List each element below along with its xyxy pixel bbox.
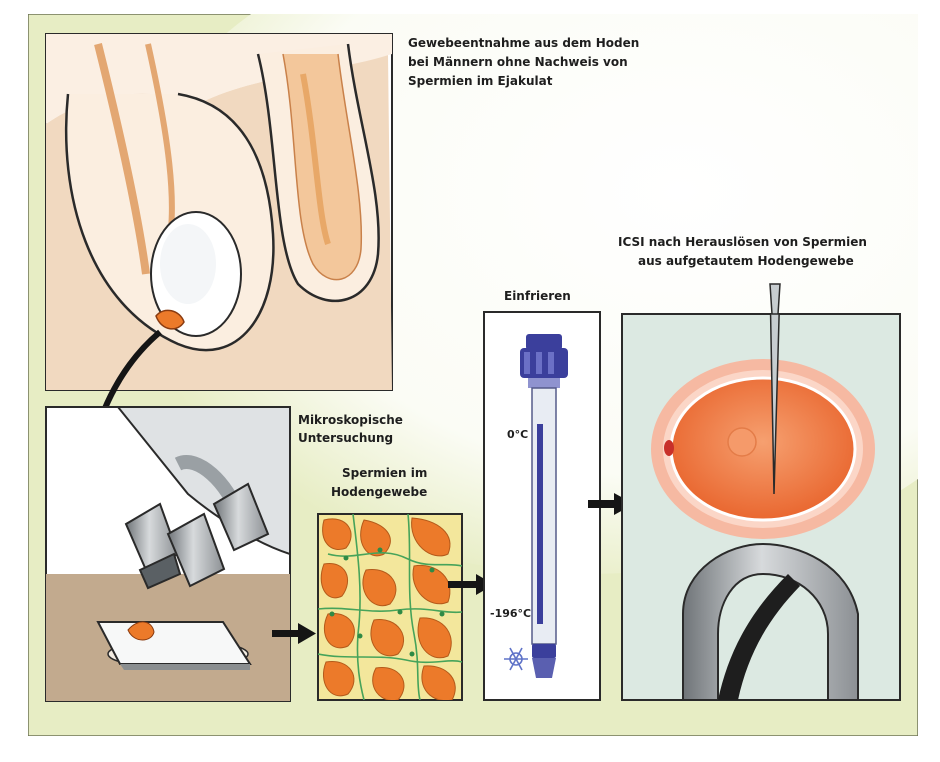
icsi-label: ICSI nach Herauslösen von Spermien aus a…	[618, 235, 867, 268]
sperm-tissue-label-line2: Hodengewebe	[331, 485, 427, 499]
icsi-panel	[621, 283, 901, 701]
freezing-panel: 0°C -196°C	[483, 311, 601, 701]
testis-anatomy-panel	[45, 33, 393, 391]
icsi-label-line1: ICSI nach Herauslösen von Spermien	[618, 235, 867, 249]
biopsy-label: Gewebeentnahme aus dem Hoden bei Männern…	[408, 36, 639, 88]
arrow-right-icon	[272, 623, 316, 644]
biopsy-label-line3: Spermien im Ejakulat	[408, 74, 553, 88]
icsi-procedure-diagram: Gewebeentnahme aus dem Hoden bei Männern…	[28, 14, 918, 736]
thermometer-low-label: -196°C	[490, 607, 531, 620]
sperm-tissue-label-line1: Spermien im	[342, 466, 427, 480]
microscopy-label-line1: Mikroskopische	[298, 413, 403, 427]
microscopy-label: Mikroskopische Untersuchung	[298, 413, 403, 445]
thermometer-high-label: 0°C	[507, 428, 528, 441]
icsi-label-line2: aus aufgetautem Hodengewebe	[638, 254, 854, 268]
microscope-panel	[45, 406, 291, 702]
biopsy-label-line2: bei Männern ohne Nachweis von	[408, 55, 628, 69]
snowflake-icon	[504, 647, 528, 671]
tissue-closeup-panel	[317, 513, 463, 701]
microscopy-label-line2: Untersuchung	[298, 431, 393, 445]
freezing-label: Einfrieren	[504, 289, 571, 303]
sperm-tissue-label: Spermien im Hodengewebe	[331, 466, 427, 499]
biopsy-label-line1: Gewebeentnahme aus dem Hoden	[408, 36, 639, 50]
